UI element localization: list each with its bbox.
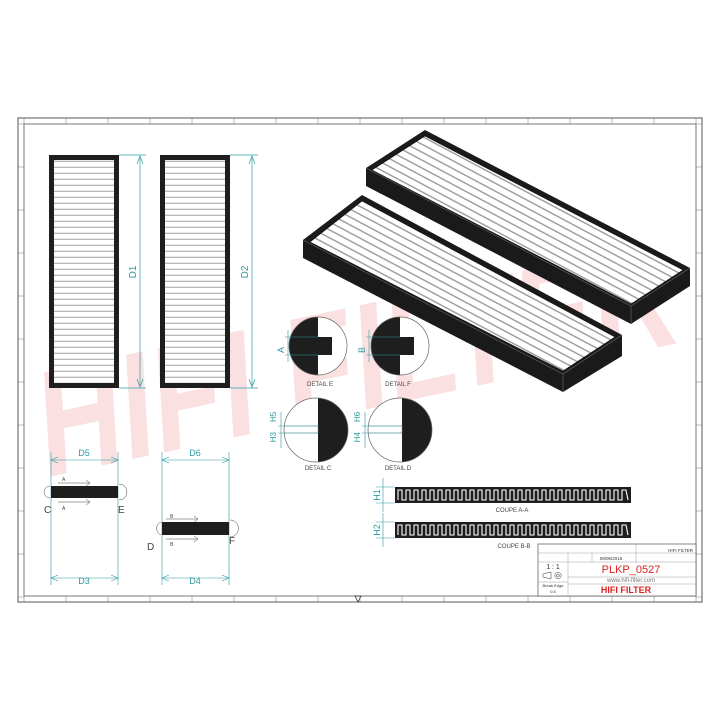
dimension-h3-label: H3 <box>269 431 278 442</box>
side-view-2: B B D F D6 D4 <box>147 448 239 586</box>
title-website: www.hifi-filter.com <box>606 578 655 584</box>
coupe-bb-label: COUPE B-B <box>497 544 530 550</box>
title-model: HIFI FILTER <box>668 548 694 553</box>
center-mark-icon <box>354 595 362 603</box>
title-date: 09/06/2016 <box>600 556 623 561</box>
coupe-bb: H2 COUPE B-B <box>372 513 631 550</box>
side-view-1: A A C E D5 D3 <box>43 448 128 586</box>
dimension-d5-label: D5 <box>78 448 90 458</box>
detail-c: H3 H5 DETAIL C <box>269 397 349 472</box>
title-break-edge: Break Edge <box>543 583 565 588</box>
detail-e-label: DETAIL E <box>307 382 333 388</box>
title-scale: 1 : 1 <box>546 564 560 571</box>
dimension-h1-label: H1 <box>372 489 382 501</box>
dimension-h4-label: H4 <box>353 431 362 442</box>
title-part-number: PLKP_0527 <box>602 564 661 576</box>
detail-e: A DETAIL E <box>276 316 348 388</box>
marker-f-label: F <box>229 536 235 547</box>
title-block: 09/06/2016 HIFI FILTER 1 : 1 Break Edge … <box>537 543 697 597</box>
projection-symbol-icon <box>542 571 562 580</box>
detail-f-label: DETAIL F <box>385 382 411 388</box>
section-a-top-marker: A <box>62 477 66 483</box>
section-marker-b-label: B <box>357 347 367 353</box>
isometric-view-rear <box>365 130 691 324</box>
section-marker-a-label: A <box>276 347 286 353</box>
section-b-bottom-marker: B <box>170 542 174 548</box>
section-a-bottom-marker: A <box>62 506 66 512</box>
detail-d-label: DETAIL D <box>385 466 412 472</box>
dimension-d6-label: D6 <box>189 448 201 458</box>
dimension-d2-label: D2 <box>240 265 251 278</box>
isometric-view-front <box>302 195 623 392</box>
section-b-top-marker: B <box>170 514 174 520</box>
dimension-h6-label: H6 <box>353 411 362 422</box>
title-break-edge-value: 0.5 <box>550 589 556 594</box>
detail-d: H4 H6 DETAIL D <box>353 397 433 472</box>
dimension-h2-label: H2 <box>372 524 382 536</box>
dimension-h5-label: H5 <box>269 411 278 422</box>
marker-e-label: E <box>118 505 125 516</box>
dimension-d1-label: D1 <box>128 265 139 278</box>
front-view-2: D2 <box>160 154 258 389</box>
title-brand: HIFI FILTER <box>601 585 652 595</box>
dimension-d4-label: D4 <box>189 576 201 586</box>
front-view-1: D1 <box>49 154 146 389</box>
marker-d-label: D <box>147 542 154 553</box>
coupe-aa-label: COUPE A-A <box>496 508 529 514</box>
dimension-d3-label: D3 <box>78 576 90 586</box>
detail-c-label: DETAIL C <box>305 466 332 472</box>
coupe-aa: H1 COUPE A-A <box>372 478 631 514</box>
marker-c-label: C <box>44 505 51 516</box>
sheet-frame <box>17 117 703 603</box>
